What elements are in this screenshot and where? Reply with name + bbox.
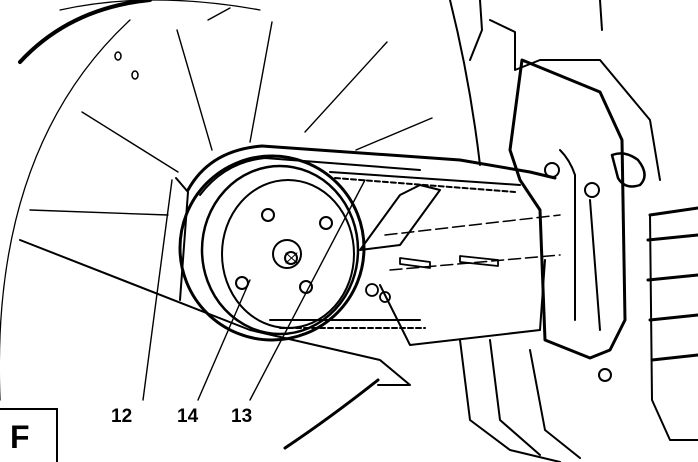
callout-13: 13 (231, 406, 253, 427)
pulley-bolt-hole (299, 280, 313, 294)
pulley-rim-outer (178, 154, 366, 342)
blade-hole (131, 70, 139, 80)
leader-line-14 (197, 279, 251, 401)
leader-line-12 (142, 179, 173, 401)
panel-label-box: F (0, 408, 58, 462)
belt-guard (186, 144, 557, 192)
engine-base (459, 339, 561, 462)
blade-hole (114, 51, 122, 61)
cutting-blade (0, 0, 261, 401)
panel-label: F (10, 419, 30, 455)
mount-bolt (584, 182, 600, 198)
tension-bolt (365, 255, 499, 303)
engine-frame (489, 19, 661, 181)
blade-radial-lines (29, 7, 433, 216)
blade-guard-arc (18, 0, 152, 64)
mount-bolt (544, 162, 560, 178)
pulley-hub (272, 239, 302, 269)
drive-belt-top (329, 171, 521, 186)
engine-mount-plate (508, 58, 627, 360)
leader-line-13 (249, 179, 366, 401)
blade-guard-arc-lower (283, 378, 380, 450)
pulley-hub-center (284, 251, 298, 265)
tension-bracket (359, 184, 441, 251)
callout-14: 14 (177, 406, 199, 427)
mount-bolt (598, 368, 612, 382)
pulley-rim (200, 164, 360, 336)
pulley-bolt-hole (319, 216, 333, 230)
pulley-bolt-hole (261, 208, 275, 222)
belt-cover-plate (19, 239, 411, 386)
callout-12: 12 (111, 406, 133, 427)
drain-lever (610, 152, 646, 188)
